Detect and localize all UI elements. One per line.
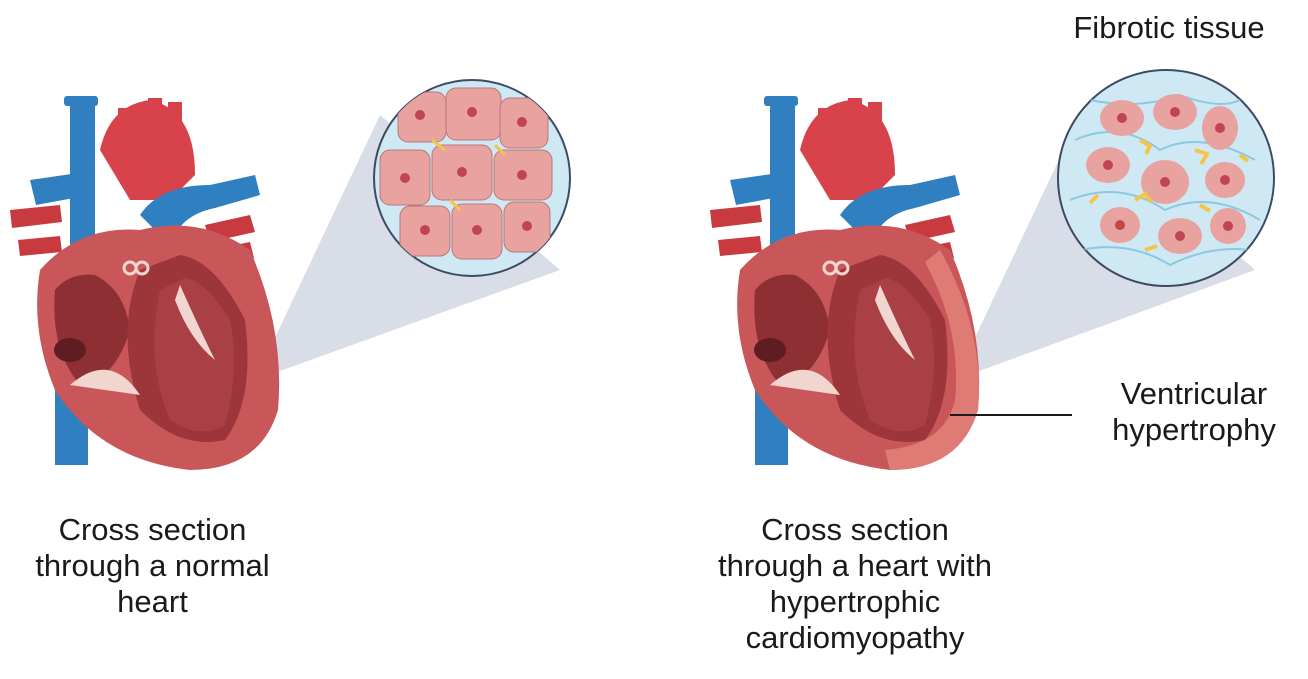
fibrotic-tissue-label: Fibrotic tissue bbox=[1030, 10, 1308, 46]
ventricular-hypertrophy-label: Ventricular hypertrophy bbox=[1080, 376, 1308, 448]
fibrotic-tissue-inset bbox=[1058, 70, 1274, 286]
normal-heart-caption: Cross section through a normal heart bbox=[0, 512, 305, 620]
hcm-heart-caption: Cross section through a heart with hyper… bbox=[660, 512, 1050, 656]
normal-heart-illustration bbox=[10, 96, 279, 470]
normal-tissue-inset bbox=[374, 80, 570, 276]
